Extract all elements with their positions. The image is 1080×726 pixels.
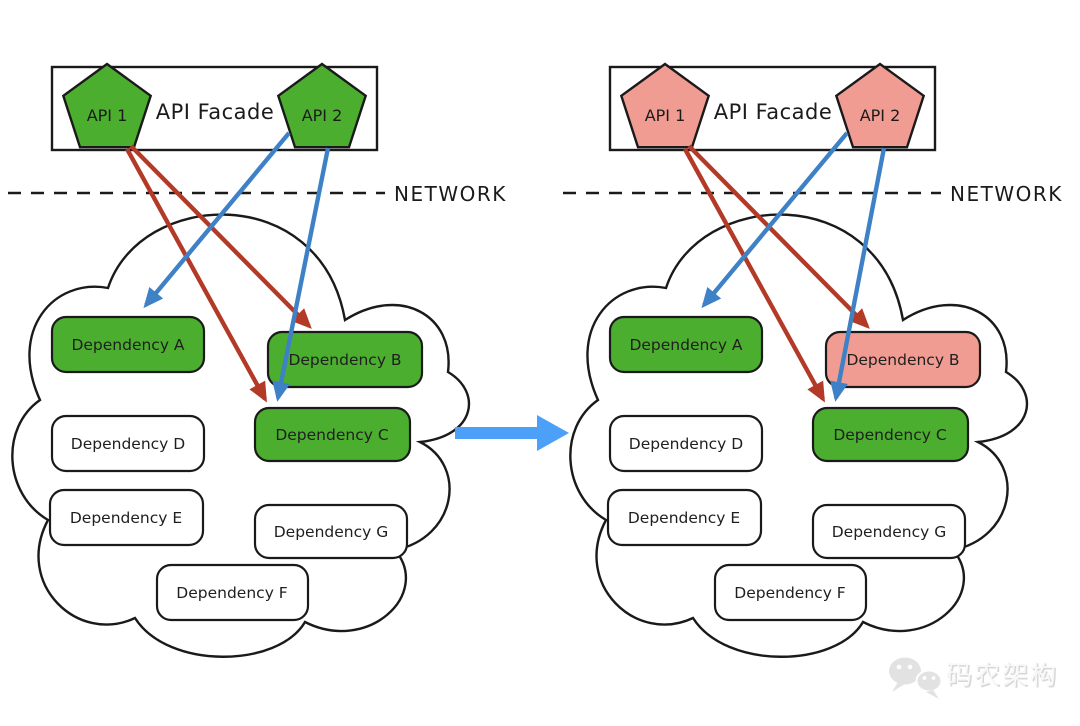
dep-a-right-label: Dependency A bbox=[629, 336, 742, 354]
api2-left-shape bbox=[276, 62, 368, 149]
wechat-bubble-small bbox=[915, 669, 943, 693]
watermark: 码农架构 码农架构 bbox=[889, 657, 1060, 699]
dep-f-right-rect bbox=[713, 563, 868, 622]
wechat-eye-1 bbox=[896, 664, 902, 670]
api2-right-shape bbox=[834, 62, 926, 149]
dependency-box-d-right: Dependency D bbox=[608, 414, 764, 473]
dependency-box-f-left: Dependency F bbox=[155, 563, 310, 622]
dep-d-left-label: Dependency D bbox=[71, 435, 185, 453]
api2-left-label: API 2 bbox=[302, 106, 343, 125]
dep-b-left-rect bbox=[266, 330, 424, 389]
facade-label-right: API Facade bbox=[714, 100, 833, 124]
arrow-api1-to-dep-c-left bbox=[125, 147, 267, 403]
wechat-bubble-large bbox=[889, 657, 921, 685]
api1-pentagon-left: API 1 bbox=[61, 62, 153, 149]
wechat-bubble-large-tail bbox=[892, 682, 905, 692]
arrow-api2-to-dep-c-left bbox=[272, 147, 331, 402]
dependency-box-a-right: Dependency A bbox=[608, 315, 764, 374]
dependency-box-f-right: Dependency F bbox=[713, 563, 868, 622]
dependency-box-c-left: Dependency C bbox=[253, 406, 412, 463]
dependency-box-g-left: Dependency G bbox=[253, 503, 409, 560]
dep-f-right-label: Dependency F bbox=[734, 584, 845, 602]
dependency-box-a-left: Dependency A bbox=[50, 315, 206, 374]
wechat-bubble-small-tail bbox=[926, 690, 939, 699]
dep-c-left-rect bbox=[253, 406, 412, 463]
api1-right-shape bbox=[619, 62, 711, 149]
dep-g-left-rect bbox=[253, 503, 409, 560]
dep-c-left-label: Dependency C bbox=[275, 426, 388, 444]
dep-b-right-rect bbox=[824, 330, 982, 389]
dep-a-right-rect bbox=[608, 315, 764, 374]
watermark-text-shadow: 码农架构 bbox=[948, 663, 1060, 693]
watermark-text: 码农架构 bbox=[946, 661, 1058, 691]
arrow-api1-to-dep-b-left bbox=[129, 144, 312, 329]
wechat-icon bbox=[889, 657, 943, 699]
api1-left-shape bbox=[61, 62, 153, 149]
dep-b-right-label: Dependency B bbox=[846, 351, 959, 369]
api2-pentagon-left: API 2 bbox=[276, 62, 368, 149]
dep-e-left-rect bbox=[48, 488, 205, 547]
arrow-api2-to-dep-c-right bbox=[830, 147, 887, 402]
dependency-box-c-right: Dependency C bbox=[811, 406, 970, 463]
dep-e-right-label: Dependency E bbox=[628, 509, 740, 527]
dep-c-right-label: Dependency C bbox=[833, 426, 946, 444]
facade-label-left: API Facade bbox=[156, 100, 275, 124]
dep-g-left-label: Dependency G bbox=[274, 523, 389, 541]
api1-pentagon-right: API 1 bbox=[619, 62, 711, 149]
dep-a-left-label: Dependency A bbox=[71, 336, 184, 354]
dep-g-right-rect bbox=[811, 503, 967, 560]
dep-f-left-rect bbox=[155, 563, 310, 622]
dep-d-right-rect bbox=[608, 414, 764, 473]
api1-right-label: API 1 bbox=[645, 106, 686, 125]
arrow-api1-to-dep-c-right bbox=[683, 147, 825, 403]
dep-g-right-label: Dependency G bbox=[832, 523, 947, 541]
api2-pentagon-right: API 2 bbox=[834, 62, 926, 149]
dependency-box-d-left: Dependency D bbox=[50, 414, 206, 473]
arrow-api2-to-dep-a-right bbox=[701, 131, 849, 309]
dependency-box-b-left: Dependency B bbox=[266, 330, 424, 389]
dependency-box-b-right: Dependency B bbox=[824, 330, 982, 389]
api2-right-label: API 2 bbox=[860, 106, 901, 125]
wechat-eye-2 bbox=[907, 664, 913, 670]
dep-a-left-rect bbox=[50, 315, 206, 374]
dependency-box-e-right: Dependency E bbox=[606, 488, 763, 547]
dependency-box-g-right: Dependency G bbox=[811, 503, 967, 560]
network-label-right: NETWORK bbox=[950, 182, 1063, 206]
dep-d-right-label: Dependency D bbox=[629, 435, 743, 453]
dep-e-right-rect bbox=[606, 488, 763, 547]
dep-d-left-rect bbox=[50, 414, 206, 473]
transition-arrow-icon bbox=[455, 415, 569, 451]
wechat-eye-4 bbox=[931, 676, 936, 680]
arrow-api1-to-dep-b-right bbox=[687, 144, 870, 329]
dep-e-left-label: Dependency E bbox=[70, 509, 182, 527]
wechat-eye-3 bbox=[922, 676, 927, 680]
dep-b-left-label: Dependency B bbox=[288, 351, 401, 369]
dependency-box-e-left: Dependency E bbox=[48, 488, 205, 547]
arrow-api2-to-dep-a-left bbox=[143, 131, 291, 309]
network-label-left: NETWORK bbox=[394, 182, 507, 206]
dep-c-right-rect bbox=[811, 406, 970, 463]
api1-left-label: API 1 bbox=[87, 106, 128, 125]
dep-f-left-label: Dependency F bbox=[176, 584, 287, 602]
